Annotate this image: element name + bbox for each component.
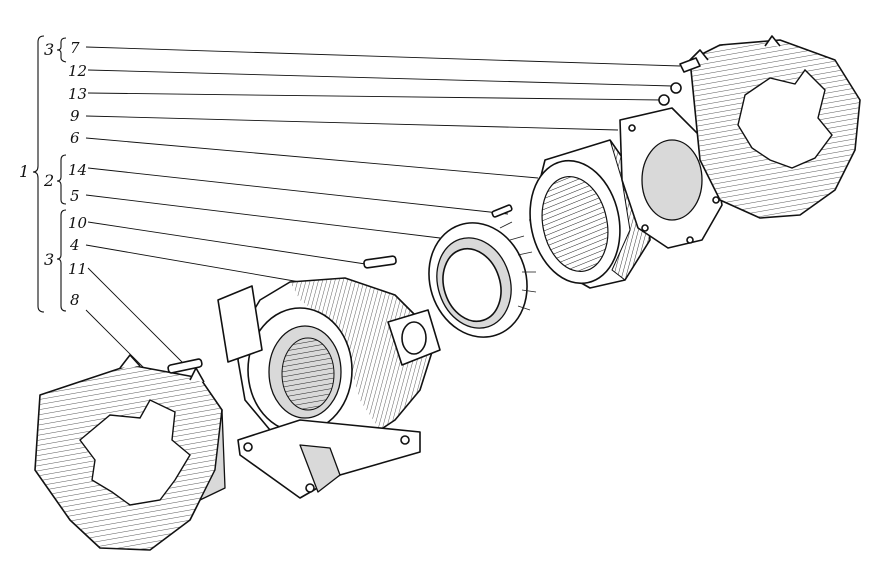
part-lower-cover xyxy=(34,354,226,551)
part-upper-cover xyxy=(658,35,861,219)
leader-lines xyxy=(85,46,681,373)
part-volute-housing xyxy=(217,277,441,499)
group-label-top: 3 xyxy=(44,40,54,59)
group-label-mid: 2 xyxy=(43,171,54,190)
callout-12: 12 xyxy=(68,62,87,80)
callout-11: 11 xyxy=(68,260,87,278)
callout-9: 9 xyxy=(70,107,80,125)
group-label-low: 3 xyxy=(44,250,54,269)
callout-6: 6 xyxy=(70,129,80,147)
callout-5: 5 xyxy=(70,187,80,205)
callout-7: 7 xyxy=(70,39,80,57)
callout-10: 10 xyxy=(68,214,88,232)
callout-14: 14 xyxy=(68,161,87,179)
group-braces xyxy=(32,35,67,313)
callout-13: 13 xyxy=(68,85,87,103)
part-pins xyxy=(167,204,513,374)
part-bearing-cylinder xyxy=(529,139,651,289)
callout-4: 4 xyxy=(69,236,80,254)
part-flange-plate xyxy=(619,107,723,249)
group-label-outer: 1 xyxy=(19,162,29,181)
callout-8: 8 xyxy=(70,291,80,309)
part-finned-ring xyxy=(428,221,537,338)
